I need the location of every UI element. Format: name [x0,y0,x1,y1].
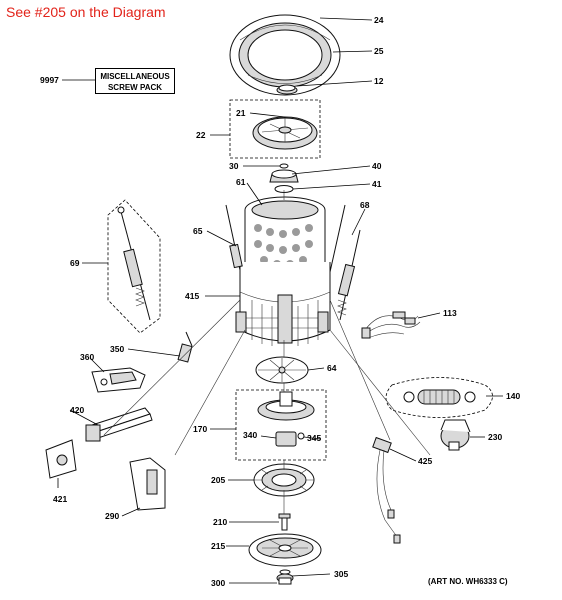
part-360-bracket[interactable] [91,367,146,393]
callout-360: 360 [80,352,94,362]
part-40-hub-nut[interactable] [269,169,299,183]
assembly-140-box [385,377,493,418]
callout-113: 113 [443,308,457,318]
part-305-washer[interactable] [279,569,291,575]
part-170-gearcase[interactable] [257,391,315,421]
part-230-pump[interactable] [440,419,471,451]
callout-215: 215 [211,541,225,551]
callout-22: 22 [196,130,206,140]
callout-305: 305 [334,569,348,579]
callout-65: 65 [193,226,203,236]
part-21-impeller[interactable] [252,116,318,150]
art-number: (ART NO. WH6333 C) [428,577,508,586]
callout-12: 12 [374,76,384,86]
part-290-bracket[interactable] [129,457,166,511]
callout-300: 300 [211,578,225,588]
misc-screw-pack-box[interactable]: MISCELLANEOUS SCREW PACK [95,68,175,94]
part-12-agitator-cap[interactable] [276,84,298,95]
misc-box-line2: SCREW PACK [107,83,163,92]
part-350-valve[interactable] [177,331,193,363]
callout-25: 25 [374,46,384,56]
callout-61: 61 [236,177,246,187]
callout-205: 205 [211,475,225,485]
callout-64: 64 [327,363,337,373]
callout-350: 350 [110,344,124,354]
part-340-bearing[interactable] [275,431,297,447]
callout-230: 230 [488,432,502,442]
callout-41: 41 [372,179,382,189]
callout-210: 210 [213,517,227,527]
part-140-hose[interactable] [403,389,476,405]
part-113-wire-harness[interactable] [361,311,421,339]
part-210-bolt[interactable] [278,513,291,531]
part-300-nut[interactable] [276,573,294,585]
callout-21: 21 [236,108,246,118]
callout-340: 340 [243,430,257,440]
assembly-69-box [107,199,161,334]
part-421-mount-plate[interactable] [45,439,77,479]
callout-40: 40 [372,161,382,171]
diagram-reference-note: See #205 on the Diagram [6,4,166,20]
callout-415: 415 [185,291,199,301]
part-65-damper-rod[interactable] [225,204,243,271]
assembly-170-box [235,389,327,461]
callout-421: 421 [53,494,67,504]
part-64-drive-plate[interactable] [255,356,309,384]
part-415-outer-tub[interactable] [235,262,331,346]
part-215-rotor[interactable] [248,533,322,567]
callout-420: 420 [70,405,84,415]
part-24-25-tub-cover[interactable] [229,14,341,96]
part-425-sensor[interactable] [372,436,401,544]
callout-170: 170 [193,424,207,434]
part-68-suspension-rod[interactable] [329,204,361,321]
callout-345: 345 [307,433,321,443]
callout-290: 290 [105,511,119,521]
part-205-stator[interactable] [253,463,315,497]
callout-425: 425 [418,456,432,466]
part-30-washer[interactable] [279,163,289,169]
part-69-suspension-rod[interactable] [117,206,151,321]
callout-69: 69 [70,258,80,268]
callout-68: 68 [360,200,370,210]
assembly-22-box [229,99,321,159]
callout-24: 24 [374,15,384,25]
callout-30: 30 [229,161,239,171]
part-345-bolt[interactable] [297,432,305,440]
part-420-heater[interactable] [85,407,153,442]
callout-140: 140 [506,391,520,401]
callout-9997: 9997 [40,75,59,85]
misc-box-line1: MISCELLANEOUS [100,72,170,81]
